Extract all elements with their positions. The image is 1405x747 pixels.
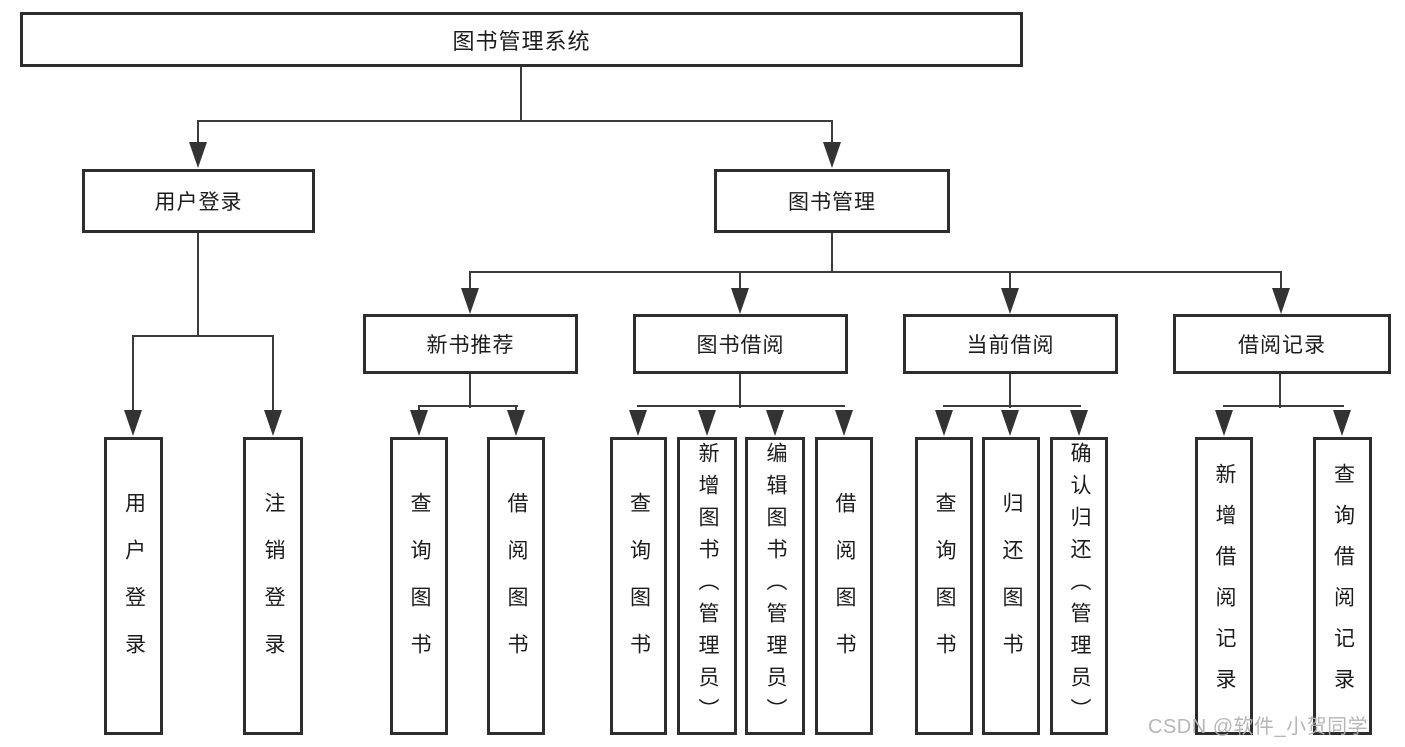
arrowhead-nb-query xyxy=(410,410,428,436)
arrowhead-borrow-records xyxy=(1272,288,1290,314)
arrowhead-cb-return xyxy=(1001,410,1019,436)
connector-drop-current-borrow xyxy=(1009,271,1011,291)
connector-drop-user-login xyxy=(197,120,199,146)
connector-drop-borrow-records xyxy=(1280,271,1282,291)
leaf-br-add-record-label: 新增借阅记录 xyxy=(1213,463,1236,709)
leaf-cb-return-books: 归还图书 xyxy=(982,437,1040,735)
connector-borrow-records-rail xyxy=(1223,405,1344,407)
connector-level3-rail xyxy=(469,271,1282,273)
arrowhead-cb-confirm xyxy=(1070,410,1088,436)
arrowhead-user-login xyxy=(189,142,207,168)
leaf-user-login: 用户登录 xyxy=(104,437,163,735)
node-new-book-recommend-label: 新书推荐 xyxy=(426,334,515,357)
connector-drop-new-book xyxy=(469,271,471,291)
leaf-bb-edit-books-admin: 编辑图书（管理员） xyxy=(745,437,805,735)
leaf-bb-borrow-books-label: 借阅图书 xyxy=(833,492,856,680)
leaf-br-add-record: 新增借阅记录 xyxy=(1195,437,1253,735)
leaf-bb-edit-books-admin-label: 编辑图书（管理员） xyxy=(764,442,787,730)
arrowhead-ul-login xyxy=(124,410,142,436)
connector-book-borrow-trunk xyxy=(739,374,741,408)
leaf-bb-add-books-admin-label: 新增图书（管理员） xyxy=(696,442,719,730)
node-new-book-recommend: 新书推荐 xyxy=(363,314,578,374)
node-library-system-label: 图书管理系统 xyxy=(452,28,591,54)
arrowhead-current-borrow xyxy=(1001,288,1019,314)
node-book-mgmt: 图书管理 xyxy=(714,169,950,233)
leaf-user-login-label: 用户登录 xyxy=(122,492,146,680)
connector-drop-book-borrow xyxy=(739,271,741,291)
node-current-borrow: 当前借阅 xyxy=(903,314,1118,374)
leaf-cb-query-books: 查询图书 xyxy=(915,437,973,735)
leaf-logout-label: 注销登录 xyxy=(262,492,285,680)
arrowhead-bb-borrow xyxy=(835,410,853,436)
node-book-mgmt-label: 图书管理 xyxy=(788,191,876,214)
connector-current-borrow-rail xyxy=(943,405,1081,407)
leaf-logout: 注销登录 xyxy=(243,437,303,735)
connector-user-login-trunk xyxy=(197,233,199,337)
leaf-bb-borrow-books: 借阅图书 xyxy=(815,437,873,735)
arrowhead-book-borrow xyxy=(731,288,749,314)
leaf-cb-query-books-label: 查询图书 xyxy=(933,492,956,680)
connector-root-trunk xyxy=(520,67,522,122)
leaf-cb-confirm-return-admin-label: 确认归还（管理员） xyxy=(1068,442,1091,730)
leaf-bb-query-books: 查询图书 xyxy=(610,437,667,735)
arrowhead-br-add xyxy=(1215,410,1233,436)
leaf-nb-query-books-label: 查询图书 xyxy=(408,492,431,680)
arrowhead-nb-borrow xyxy=(507,410,525,436)
leaf-nb-borrow-books-label: 借阅图书 xyxy=(505,492,528,680)
node-current-borrow-label: 当前借阅 xyxy=(966,334,1055,357)
leaf-bb-query-books-label: 查询图书 xyxy=(627,492,651,680)
arrowhead-br-query xyxy=(1333,410,1351,436)
arrowhead-new-book xyxy=(461,288,479,314)
connector-book-borrow-rail xyxy=(637,405,845,407)
connector-borrow-records-trunk xyxy=(1279,374,1281,408)
arrowhead-ul-logout xyxy=(264,410,282,436)
leaf-cb-return-books-label: 归还图书 xyxy=(1000,492,1023,680)
node-book-borrow: 图书借阅 xyxy=(633,314,848,374)
arrowhead-cb-query xyxy=(935,410,953,436)
leaf-br-query-record-label: 查询借阅记录 xyxy=(1331,463,1355,709)
leaf-bb-add-books-admin: 新增图书（管理员） xyxy=(677,437,737,735)
arrowhead-bb-add xyxy=(698,410,716,436)
node-book-borrow-label: 图书借阅 xyxy=(696,334,785,357)
connector-drop-ul-login xyxy=(132,335,134,413)
connector-level2-rail xyxy=(197,120,833,122)
node-borrow-records-label: 借阅记录 xyxy=(1238,334,1326,357)
leaf-br-query-record: 查询借阅记录 xyxy=(1313,437,1372,735)
node-user-login-label: 用户登录 xyxy=(154,191,243,214)
arrowhead-bb-edit xyxy=(766,410,784,436)
arrowhead-bb-query xyxy=(629,410,647,436)
connector-new-book-trunk xyxy=(469,374,471,408)
connector-drop-book-mgmt xyxy=(831,120,833,146)
connector-new-book-rail xyxy=(418,405,518,407)
node-library-system: 图书管理系统 xyxy=(20,12,1023,67)
connector-drop-ul-logout xyxy=(272,335,274,413)
leaf-nb-query-books: 查询图书 xyxy=(390,437,448,735)
node-borrow-records: 借阅记录 xyxy=(1173,314,1391,374)
connector-user-login-rail xyxy=(132,335,274,337)
node-user-login: 用户登录 xyxy=(82,169,315,233)
connector-book-mgmt-trunk xyxy=(831,233,833,273)
arrowhead-book-mgmt xyxy=(823,142,841,168)
watermark: CSDN @软件_小贺同学 xyxy=(1148,716,1369,738)
leaf-cb-confirm-return-admin: 确认归还（管理员） xyxy=(1050,437,1108,735)
connector-current-borrow-trunk xyxy=(1009,374,1011,408)
leaf-nb-borrow-books: 借阅图书 xyxy=(487,437,545,735)
